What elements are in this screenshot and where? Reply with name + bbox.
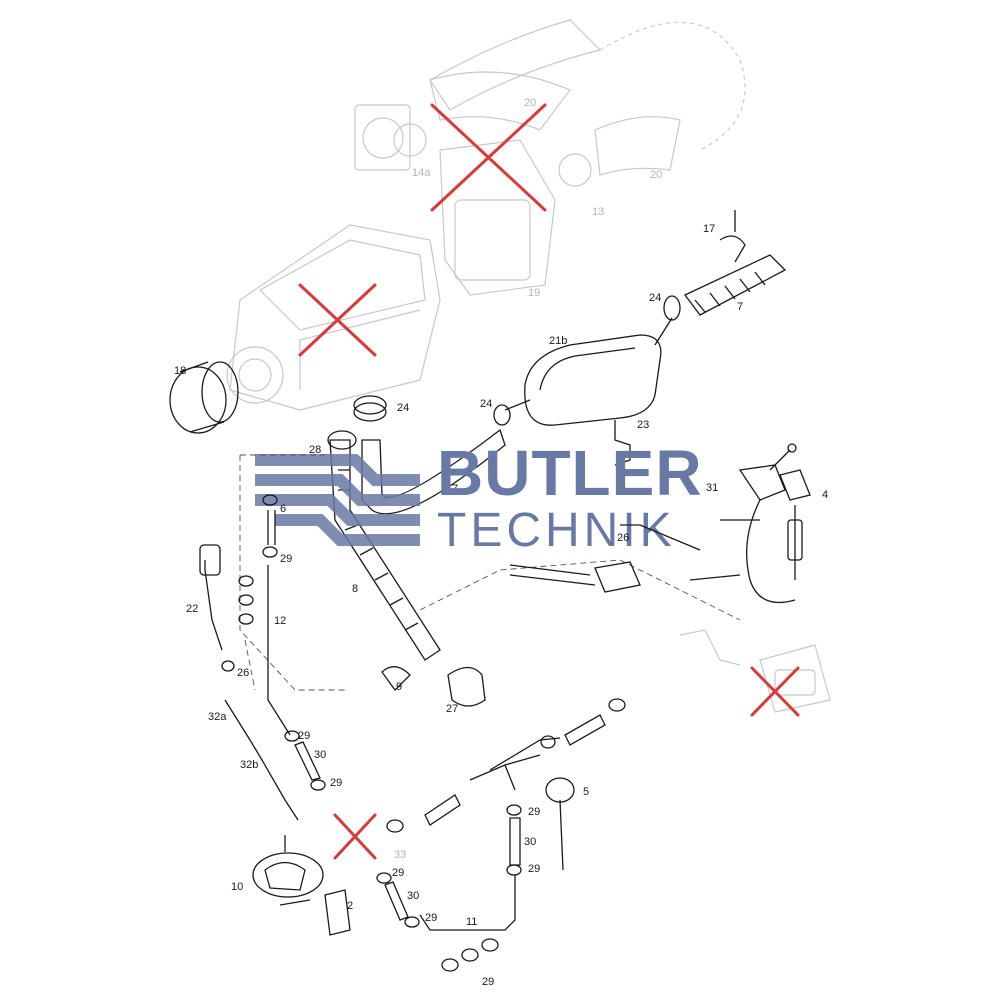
- callout-31: 31: [706, 482, 718, 494]
- callout-8: 8: [352, 583, 358, 595]
- callout-29-c: 29: [528, 863, 540, 875]
- callout-7-top: 7: [737, 301, 743, 313]
- callout-4: 4: [822, 489, 828, 501]
- callout-17: 17: [703, 223, 715, 235]
- fuel-pump: 5 29 30 29 33: [386, 698, 626, 931]
- callout-11: 11: [466, 916, 477, 928]
- heater-unit: [226, 224, 441, 411]
- callout-5: 5: [583, 786, 589, 798]
- mounting-bracket: 10 2 29 30 29 11 29: [231, 835, 499, 988]
- callout-7-mid: 7: [452, 483, 458, 495]
- brand-line1: BUTLER: [437, 437, 703, 509]
- callout-30-a: 30: [314, 749, 326, 761]
- callout-19: 19: [528, 287, 540, 299]
- brand-line2: TECHNIK: [437, 504, 676, 557]
- callout-28: 28: [309, 444, 321, 456]
- callout-12: 12: [274, 615, 286, 627]
- callout-26-right: 26: [617, 532, 629, 544]
- callout-29-a: 29: [298, 730, 310, 742]
- exhaust-silencer: 21b 24 23: [480, 317, 673, 466]
- callout-24-mid: 24: [480, 398, 492, 410]
- callout-18: 18: [174, 365, 186, 377]
- callout-21b: 21b: [549, 335, 567, 347]
- callout-6: 6: [280, 503, 286, 515]
- callout-29-upper: 29: [280, 553, 292, 565]
- excluded-cross-icon: [333, 813, 377, 860]
- callout-26-left: 26: [237, 667, 249, 679]
- excluded-cross-icon: [430, 103, 547, 212]
- excluded-cross-icon: [298, 283, 377, 357]
- callout-20-right: 20: [650, 169, 662, 181]
- callout-13: 13: [592, 206, 604, 218]
- exhaust-flex-pipe-top: 17 7 24: [649, 210, 787, 321]
- callout-32a: 32a: [208, 711, 227, 723]
- callout-23: 23: [637, 419, 649, 431]
- excluded-cross-icon: [750, 666, 800, 717]
- ghost-ducting-group: 20 20 14a 13 19: [354, 19, 746, 299]
- callout-29-d: 29: [392, 867, 404, 879]
- fuel-line-system: 22 6 29 12 26 9 32a 32b 29 30 29: [186, 494, 411, 821]
- callout-29-pump: 29: [528, 806, 540, 818]
- callout-29-b: 29: [330, 777, 342, 789]
- callout-2: 2: [347, 900, 353, 912]
- callout-24-heater: 24: [397, 402, 409, 414]
- callout-33: 33: [394, 849, 406, 861]
- callout-32b: 32b: [240, 759, 258, 771]
- callout-29-e: 29: [425, 912, 437, 924]
- brand-watermark: BUTLER TECHNIK: [255, 437, 703, 557]
- callout-10: 10: [231, 881, 243, 893]
- callout-27: 27: [446, 703, 458, 715]
- callout-29-f: 29: [482, 976, 494, 988]
- wiring-harness: 31 4 26: [509, 443, 828, 604]
- callout-22: 22: [186, 603, 198, 615]
- callout-20-top: 20: [524, 97, 536, 109]
- clamps-upper: 24 28: [309, 395, 409, 456]
- intake-filter: 18: [169, 361, 239, 434]
- callout-14a: 14a: [412, 167, 431, 179]
- callout-30-b: 30: [524, 836, 536, 848]
- callout-9: 9: [396, 681, 402, 693]
- callout-24-top: 24: [649, 292, 661, 304]
- callout-30-c: 30: [407, 890, 419, 902]
